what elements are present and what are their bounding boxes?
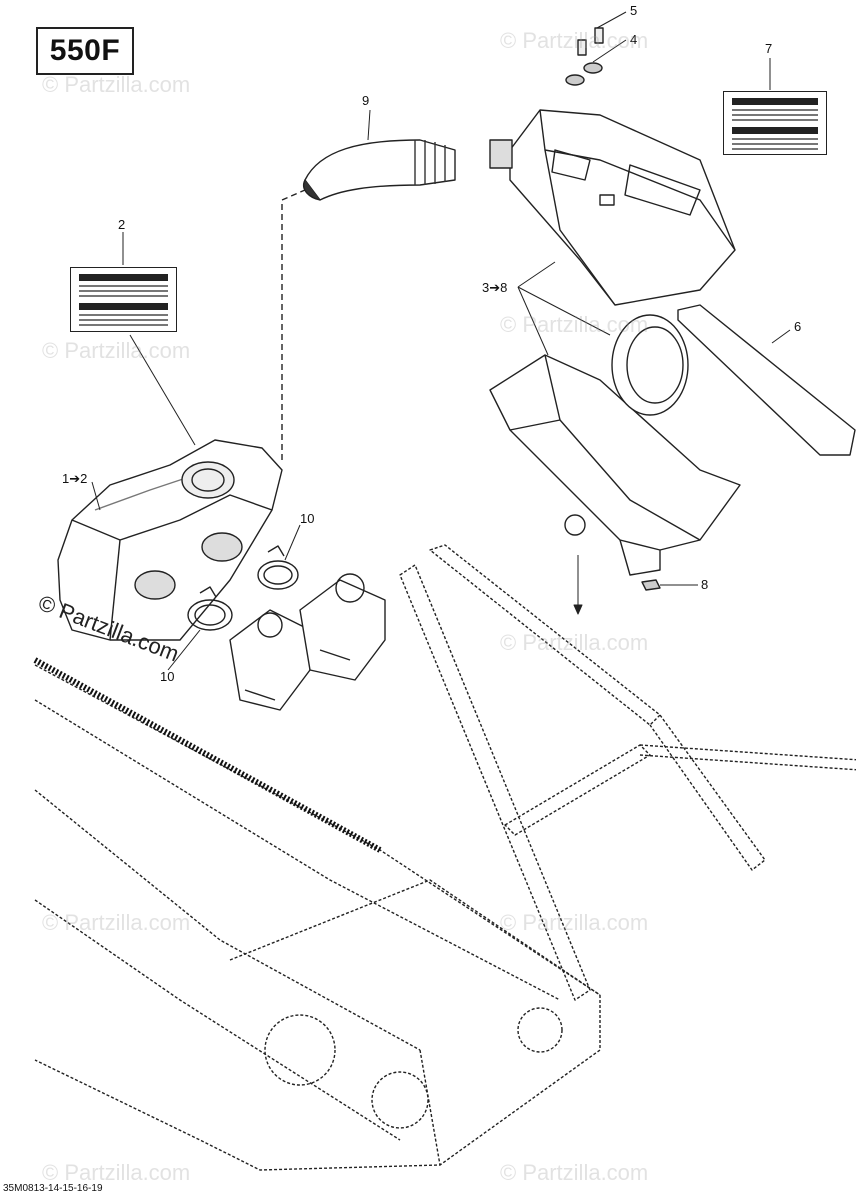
clamps [187, 545, 299, 631]
airbox-base [489, 354, 741, 576]
model-badge-text: 550F [49, 34, 121, 67]
model-badge: 550F [36, 27, 134, 75]
carburetors [229, 573, 386, 711]
adapter-ring [611, 314, 689, 416]
callout-6: 6 [794, 319, 802, 334]
callout-3-8: 3➔8 [482, 280, 508, 295]
airbox-cover [489, 109, 736, 306]
reference-code: 35M0813-14-15-16-19 [3, 1183, 103, 1194]
callout-10-lower: 10 [160, 669, 175, 684]
watermark: © Partzilla.com [500, 28, 649, 53]
caution-label-left [70, 267, 177, 332]
watermark: © Partzilla.com [42, 1160, 191, 1185]
leader-lines [91, 11, 791, 671]
watermark: © Partzilla.com [500, 312, 649, 337]
seal-strip [677, 304, 856, 456]
chassis-tunnel [34, 664, 601, 1171]
watermark: © Partzilla.com [42, 910, 191, 935]
watermark: © Partzilla.com [42, 338, 191, 363]
grommet [641, 579, 661, 591]
callout-2: 2 [118, 217, 126, 232]
routing-line [281, 189, 306, 460]
drive-rack [33, 657, 382, 853]
intake-tube [303, 139, 456, 201]
frame-tubes [399, 544, 856, 1001]
fittings [565, 27, 604, 86]
callout-8: 8 [701, 577, 709, 592]
callout-9: 9 [362, 93, 370, 108]
caution-label-right [723, 91, 827, 155]
watermark: © Partzilla.com [500, 910, 649, 935]
callout-7: 7 [765, 41, 773, 56]
callout-5: 5 [630, 3, 638, 18]
intake-silencer [57, 439, 283, 641]
callout-1-2: 1➔2 [62, 471, 88, 486]
watermark: © Partzilla.com [42, 72, 191, 97]
callout-4: 4 [630, 32, 638, 47]
watermark: © Partzilla.com [500, 1160, 649, 1185]
callout-10-upper: 10 [300, 511, 315, 526]
watermark: © Partzilla.com [500, 630, 649, 655]
